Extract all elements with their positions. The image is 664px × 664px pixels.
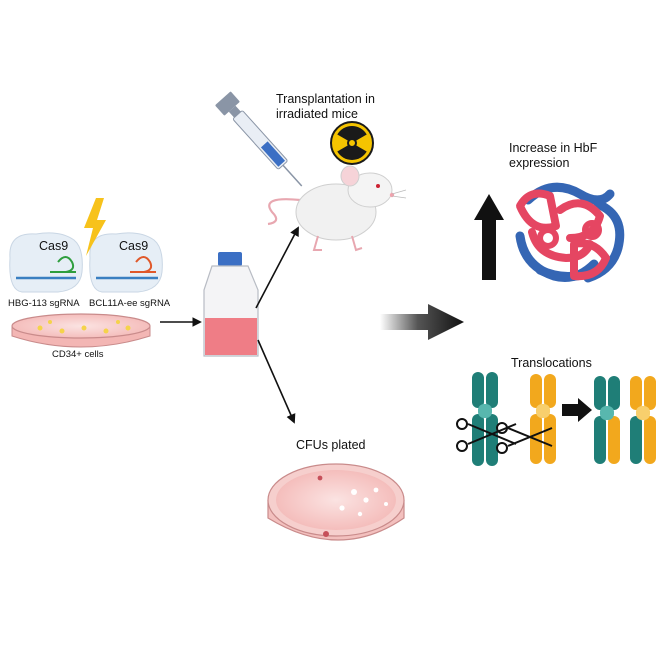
hemoglobin-icon <box>515 182 625 283</box>
arrow-to-mice <box>255 226 299 309</box>
cfus-label: CFUs plated <box>296 438 366 452</box>
scissors-icon <box>456 418 517 452</box>
chromosome-icon <box>472 372 498 466</box>
big-arrow-to-results <box>380 304 464 340</box>
translocation-arrow <box>562 398 592 422</box>
culture-flask-icon <box>203 252 259 357</box>
translocations-label: Translocations <box>511 356 592 370</box>
cas9-label: Cas9 <box>39 239 69 253</box>
cells-label: CD34+ cells <box>52 349 104 360</box>
mouse-icon <box>267 165 407 252</box>
cas9-complex-icon <box>9 232 83 293</box>
chromosome-icon <box>530 374 556 464</box>
cas9-complex-icon <box>89 232 163 293</box>
radiation-icon <box>330 121 374 165</box>
chromosome-icon <box>594 376 620 464</box>
chromosome-icon <box>630 376 656 464</box>
syringe-icon <box>215 91 303 187</box>
arrow-to-cfus <box>257 339 296 424</box>
sgrna-label-hbg: HBG-113 sgRNA <box>8 298 80 309</box>
petri-dish-icon <box>11 313 151 348</box>
transplant-label-line2: irradiated mice <box>276 107 358 121</box>
cas9-label: Cas9 <box>119 239 149 253</box>
up-arrow-icon <box>474 194 504 280</box>
sgrna-label-bcl11a: BCL11A-ee sgRNA <box>89 298 171 309</box>
petri-dish-icon <box>267 463 405 541</box>
hbf-label-line2: expression <box>509 156 570 170</box>
scissors-icon <box>496 422 553 454</box>
lightning-icon <box>84 198 106 256</box>
hbf-label-line1: Increase in HbF <box>509 141 598 155</box>
transplant-label-line1: Transplantation in <box>276 92 375 106</box>
